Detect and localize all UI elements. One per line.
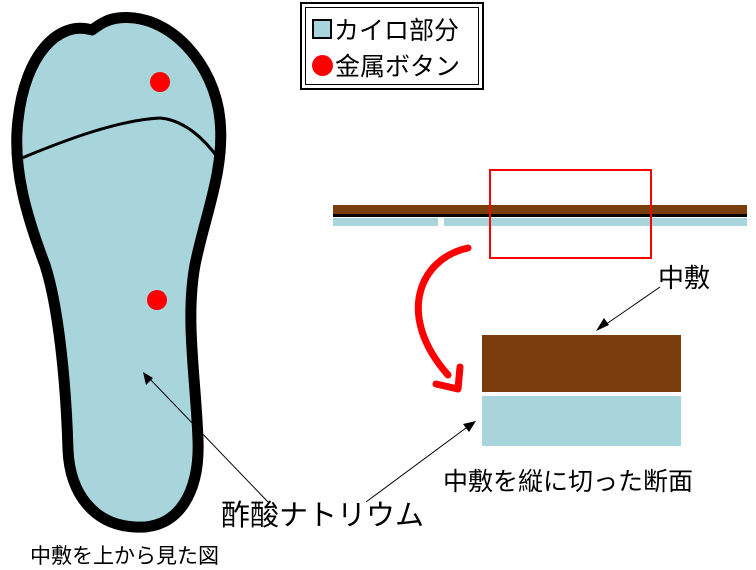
- legend: カイロ部分 金属ボタン: [300, 2, 484, 90]
- legend-button-label: 金属ボタン: [335, 52, 461, 81]
- cross-section-caption: 中敷を縦に切った断面: [443, 467, 694, 496]
- sodium-pointer-head-right: [463, 421, 476, 432]
- metal-button-toe: [150, 72, 170, 92]
- sodium-pointer-head-left: [143, 372, 153, 385]
- zoom-highlight-box: [489, 169, 652, 259]
- strip-warmer-left: [333, 218, 438, 226]
- midsole-pointer-head: [596, 318, 609, 331]
- insole-outline: [11, 12, 227, 533]
- strip-midsole-layer: [333, 205, 747, 215]
- button-swatch: [312, 54, 333, 76]
- strip-black-line: [333, 214, 747, 217]
- zoom-arrow-head: [432, 363, 464, 393]
- legend-warmer-label: カイロ部分: [334, 16, 460, 45]
- midsole-pointer-line: [601, 286, 661, 328]
- midsole-label: 中敷: [658, 264, 711, 294]
- sodium-pointer-line-left: [147, 376, 269, 503]
- enlarged-warmer-layer: [482, 396, 681, 446]
- legend-row-warmer: カイロ部分: [312, 12, 459, 46]
- sodium-pointer-line-right: [365, 424, 471, 503]
- legend-inner-border: [305, 7, 479, 85]
- metal-button-middle: [147, 290, 167, 310]
- top-view-caption: 中敷を上から見た図: [30, 544, 219, 568]
- sodium-acetate-label: 酢酸ナトリウム: [221, 498, 425, 532]
- warmer-swatch: [312, 19, 332, 39]
- legend-row-button: 金属ボタン: [312, 48, 460, 82]
- enlarged-midsole-layer: [482, 335, 681, 392]
- strip-warmer-right: [444, 218, 747, 226]
- toe-divider-line: [21, 116, 220, 160]
- zoom-arrow: [415, 244, 472, 379]
